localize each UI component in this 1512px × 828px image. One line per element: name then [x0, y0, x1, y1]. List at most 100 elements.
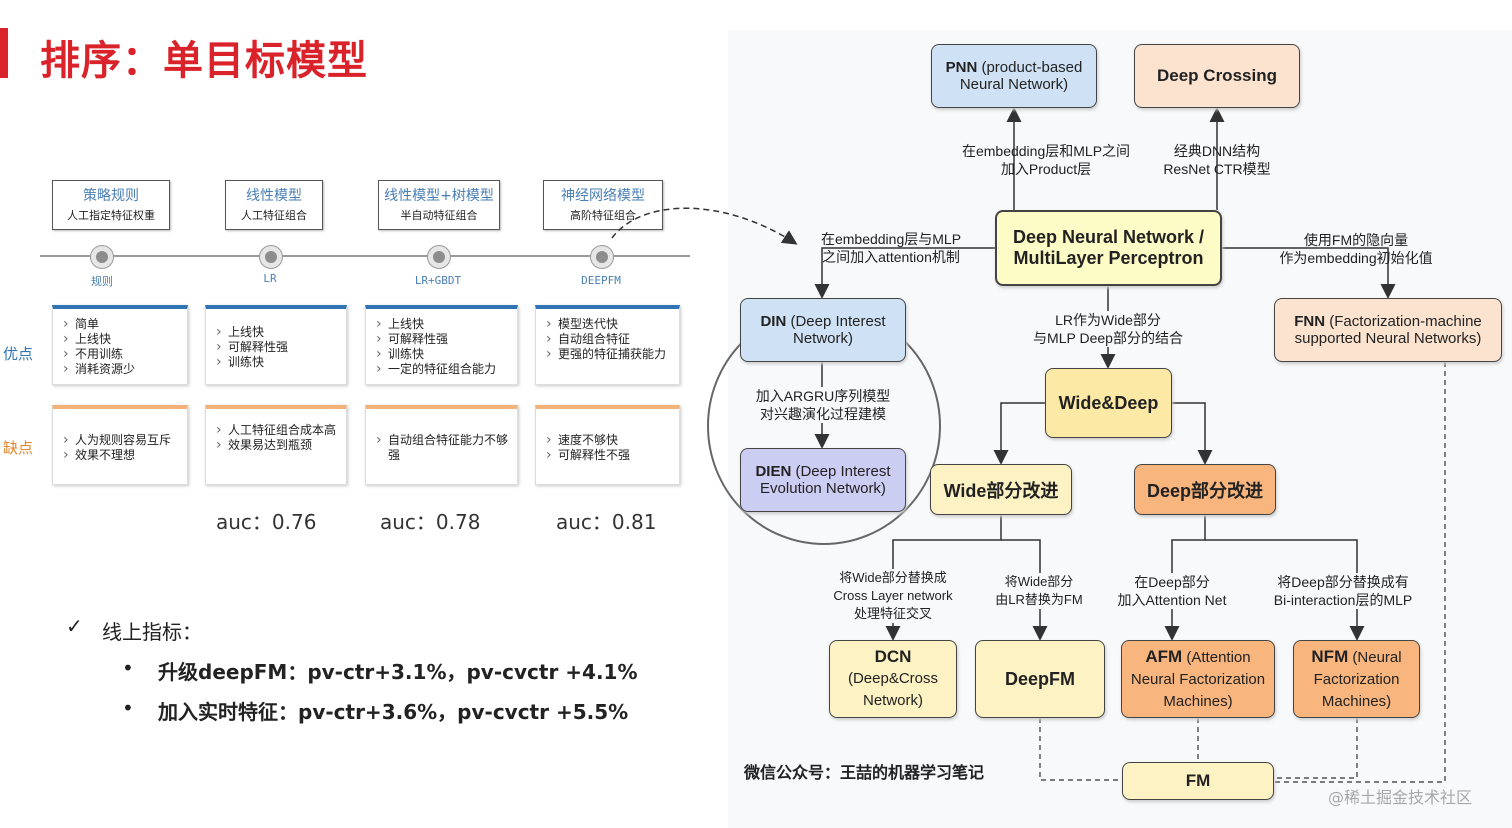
auc-value: auc：0.81: [556, 510, 657, 534]
label-line: 由LR替换为FM: [995, 592, 1083, 607]
node-title: MultiLayer Perceptron: [1013, 248, 1204, 268]
check-icon: ✓: [66, 614, 83, 638]
list-item: 可解释性强: [216, 340, 340, 355]
timeline-dot-lr: [259, 245, 283, 269]
node-title: AFM: [1145, 646, 1183, 666]
node-text: Neural Factorization: [1130, 670, 1266, 688]
node-din: DIN (Deep Interest Network): [740, 298, 906, 362]
list-item: 简单: [63, 317, 181, 332]
timeline-dot-lr-gbdt: [427, 245, 451, 269]
node-text: Machines): [1321, 692, 1392, 710]
label-line: 加入ARGRU序列模型: [755, 388, 891, 404]
node-text: (Neural: [1348, 648, 1402, 666]
node-deepfm: DeepFM: [975, 640, 1105, 718]
timeline-dot-rules: [90, 245, 114, 269]
list-item: 效果易达到瓶颈: [216, 438, 340, 453]
label-line: Cross Layer network: [833, 588, 953, 603]
list-item: 模型迭代快: [546, 317, 673, 332]
stage-title: 神经网络模型: [561, 188, 645, 204]
pros-card: 上线快 可解释性强 训练快 一定的特征组合能力: [365, 305, 518, 385]
node-deep-crossing: Deep Crossing: [1134, 44, 1300, 108]
node-title: Wide部分改进: [943, 480, 1059, 501]
list-item: 自动组合特征: [546, 332, 673, 347]
list-item: 不用训练: [63, 347, 181, 362]
label-line: 在embedding层和MLP之间: [961, 143, 1131, 159]
edge-label: LR作为Wide部分 与MLP Deep部分的结合: [1018, 311, 1198, 347]
stage-subtitle: 半自动特征组合: [400, 209, 478, 222]
label-line: 将Wide部分: [1004, 574, 1074, 589]
list-item: 消耗资源少: [63, 362, 181, 377]
timeline-dot-deepfm: [590, 245, 614, 269]
list-item: 人工特征组合成本高: [216, 423, 340, 438]
node-nfm: NFM (Neural Factorization Machines): [1293, 640, 1420, 718]
node-title: DIN: [760, 313, 787, 330]
auc-value: auc：0.76: [216, 510, 317, 534]
edge-label: 将Wide部分 由LR替换为FM: [984, 573, 1094, 609]
edge-label: 经典DNN结构 ResNet CTR模型: [1146, 142, 1288, 178]
timeline-line: [40, 255, 690, 257]
pros-card: 简单 上线快 不用训练 消耗资源少: [52, 305, 188, 385]
label-line: 在Deep部分: [1134, 574, 1210, 590]
node-title: FM: [1185, 771, 1211, 790]
pros-card: 上线快 可解释性强 训练快: [205, 305, 347, 385]
title-accent-bar: [0, 28, 8, 78]
dot-label: LR: [263, 272, 277, 285]
label-line: 对兴趣演化过程建模: [760, 406, 886, 422]
node-text: supported Neural Networks): [1294, 330, 1482, 347]
edge-wide-improve: [993, 402, 1045, 465]
label-line: 将Wide部分替换成: [839, 570, 947, 585]
node-text: Network): [862, 692, 923, 709]
node-title: PNN: [945, 59, 978, 76]
node-title: Deep部分改进: [1146, 480, 1263, 501]
label-line: 之间加入attention机制: [822, 249, 960, 265]
fm-link-deepfm: [1039, 718, 1122, 781]
node-text: (Attention: [1182, 648, 1251, 666]
bullet-icon: •: [122, 656, 134, 680]
edge-label: 加入ARGRU序列模型 对兴趣演化过程建模: [742, 387, 904, 423]
node-wide-improve: Wide部分改进: [930, 464, 1072, 515]
fm-link-nfm: [1274, 718, 1358, 779]
edge-deep-improve: [1172, 402, 1213, 465]
label-line: 作为embedding初始化值: [1279, 250, 1433, 266]
node-title: NFM: [1311, 646, 1349, 666]
list-item: 训练快: [376, 347, 511, 362]
metric-bold: 升级deepFM：: [158, 660, 308, 684]
node-title: Wide&Deep: [1058, 392, 1159, 413]
stage-box-linear-tree: 线性模型+树模型 半自动特征组合: [378, 180, 500, 230]
node-title: FNN: [1294, 313, 1326, 330]
metrics-heading: 线上指标：: [102, 620, 202, 644]
node-text: Factorization: [1313, 670, 1400, 688]
page-title: 排序：单目标模型: [40, 38, 368, 84]
label-line: 经典DNN结构: [1173, 143, 1261, 159]
node-fm: FM: [1122, 762, 1274, 800]
list-item: 上线快: [63, 332, 181, 347]
stage-subtitle: 高阶特征组合: [570, 209, 636, 222]
node-afm: AFM (Attention Neural Factorization Mach…: [1121, 640, 1275, 718]
label-line: 使用FM的隐向量: [1303, 232, 1409, 248]
node-title: DCN: [874, 647, 912, 666]
node-dnn: Deep Neural Network / MultiLayer Percept…: [995, 210, 1222, 286]
stage-box-linear: 线性模型 人工特征组合: [225, 180, 323, 230]
node-title: DIEN: [755, 463, 792, 480]
metric-text: pv-ctr+3.1%，pv-cvctr +4.1%: [307, 660, 638, 684]
label-line: ResNet CTR模型: [1163, 161, 1271, 177]
edge-fnn: [1222, 247, 1396, 299]
node-text: Neural Network): [959, 76, 1069, 93]
cons-card: 人工特征组合成本高 效果易达到瓶颈: [205, 405, 347, 485]
dashed-link-arrow: [611, 207, 798, 245]
node-title: Deep Crossing: [1157, 66, 1277, 85]
pros-card: 模型迭代快 自动组合特征 更强的特征捕获能力: [535, 305, 680, 385]
label-line: Bi-interaction层的MLP: [1273, 592, 1413, 608]
label-line: LR作为Wide部分: [1055, 312, 1161, 328]
stage-box-neural: 神经网络模型 高阶特征组合: [543, 180, 663, 230]
node-title: Deep Neural Network /: [1012, 227, 1205, 247]
node-dcn: DCN (Deep&Cross Network): [829, 640, 957, 718]
fm-link-fnn: [1274, 362, 1446, 783]
pros-label: 优点: [3, 345, 34, 363]
bullet-icon: •: [122, 696, 134, 720]
dot-label: 规则: [91, 275, 113, 288]
node-text: (product-based: [977, 59, 1083, 76]
list-item: 速度不够快: [546, 433, 673, 448]
list-item: 上线快: [216, 325, 340, 340]
